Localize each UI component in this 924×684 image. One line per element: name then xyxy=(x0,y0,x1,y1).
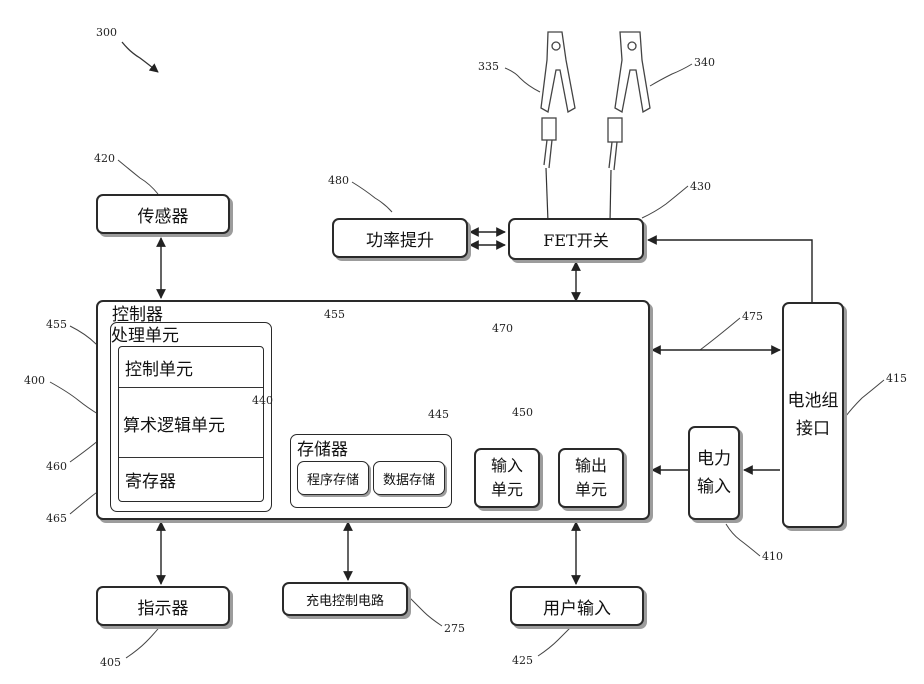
battery-interface-label: 电池组 接口 xyxy=(788,387,839,443)
ref-455-left: 455 xyxy=(46,318,67,331)
data-memory-label: 数据存储 xyxy=(383,469,435,488)
ref-470: 470 xyxy=(492,322,513,335)
stack-divider-2 xyxy=(119,457,263,458)
program-memory-box: 程序存储 xyxy=(297,461,369,495)
leader-275 xyxy=(408,596,442,626)
battery-fet-link xyxy=(648,240,812,302)
ref-275: 275 xyxy=(444,622,465,635)
leader-415 xyxy=(846,380,884,416)
battery-interface-box: 电池组 接口 xyxy=(782,302,844,528)
clamp-wire-335 xyxy=(546,168,548,222)
output-unit-label: 输出 单元 xyxy=(575,454,607,502)
power-input-box: 电力 输入 xyxy=(688,426,740,520)
leader-480 xyxy=(352,182,392,212)
power-boost-label: 功率提升 xyxy=(366,226,434,251)
leader-420 xyxy=(118,160,158,194)
fet-switch-label: FET开关 xyxy=(543,227,608,251)
ref-415: 415 xyxy=(886,372,907,385)
ref-405: 405 xyxy=(100,656,121,669)
stack-divider-1 xyxy=(119,387,263,388)
ref-400: 400 xyxy=(24,374,45,387)
sensor-box: 传感器 xyxy=(96,194,230,234)
leader-425 xyxy=(538,624,574,656)
alu-label: 算术逻辑单元 xyxy=(123,411,225,436)
memory-label: 存储器 xyxy=(297,435,348,460)
ref-445: 445 xyxy=(428,408,449,421)
charge-control-label: 充电控制电路 xyxy=(306,590,384,609)
ref-465: 465 xyxy=(46,512,67,525)
indicator-box: 指示器 xyxy=(96,586,230,626)
processing-unit-label: 处理单元 xyxy=(111,321,179,346)
input-unit-box: 输入 单元 xyxy=(474,448,540,508)
register-label: 寄存器 xyxy=(125,467,176,492)
fet-switch-box: FET开关 xyxy=(508,218,644,260)
user-input-label: 用户输入 xyxy=(543,594,611,619)
ref-425: 425 xyxy=(512,654,533,667)
ref-460: 460 xyxy=(46,460,67,473)
ref-430: 430 xyxy=(690,180,711,193)
indicator-label: 指示器 xyxy=(138,594,189,619)
leader-340 xyxy=(650,64,692,86)
sensor-label: 传感器 xyxy=(138,202,189,227)
ref-440: 440 xyxy=(252,394,273,407)
input-unit-label: 输入 单元 xyxy=(491,454,523,502)
leader-405 xyxy=(126,624,162,658)
ref-340: 340 xyxy=(694,56,715,69)
figure-pointer-arrow xyxy=(122,42,158,72)
ref-475: 475 xyxy=(742,310,763,323)
leader-475 xyxy=(700,318,740,350)
power-boost-box: 功率提升 xyxy=(332,218,468,258)
memory-box: 存储器 程序存储 数据存储 xyxy=(290,434,452,508)
clamp-340-icon xyxy=(608,32,650,170)
ref-450: 450 xyxy=(512,406,533,419)
leader-400 xyxy=(50,382,98,414)
power-input-label: 电力 输入 xyxy=(697,445,731,501)
control-unit-label: 控制单元 xyxy=(125,355,193,380)
ref-480: 480 xyxy=(328,174,349,187)
leader-335 xyxy=(505,68,540,92)
leader-410 xyxy=(726,524,760,556)
ref-420: 420 xyxy=(94,152,115,165)
output-unit-box: 输出 单元 xyxy=(558,448,624,508)
ref-300: 300 xyxy=(96,26,117,39)
data-memory-box: 数据存储 xyxy=(373,461,445,495)
clamp-wire-340 xyxy=(610,170,611,222)
clamp-335-icon xyxy=(541,32,575,168)
program-memory-label: 程序存储 xyxy=(307,469,359,488)
ref-410: 410 xyxy=(762,550,783,563)
ref-455-right: 455 xyxy=(324,308,345,321)
charge-control-box: 充电控制电路 xyxy=(282,582,408,616)
ref-335: 335 xyxy=(478,60,499,73)
processing-stack: 控制单元 算术逻辑单元 寄存器 xyxy=(118,346,264,502)
leader-430 xyxy=(642,186,688,218)
user-input-box: 用户输入 xyxy=(510,586,644,626)
